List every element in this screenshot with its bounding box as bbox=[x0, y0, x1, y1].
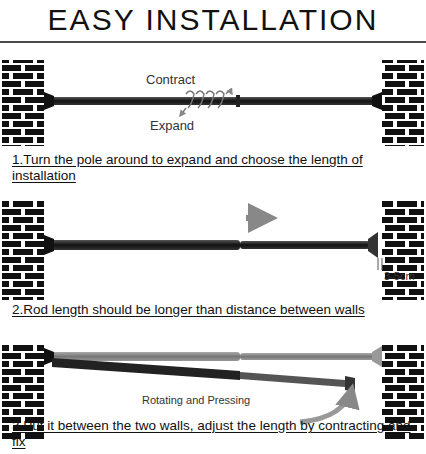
brick-wall bbox=[2, 60, 44, 146]
brick-wall bbox=[382, 60, 424, 146]
direction-label: Contract bbox=[146, 72, 195, 88]
title-rule bbox=[0, 41, 426, 43]
step-caption: 3.Put it between the two walls, adjust t… bbox=[12, 418, 412, 450]
rotation-arrows bbox=[180, 91, 232, 116]
brick-wall bbox=[382, 200, 424, 300]
direction-arrow bbox=[246, 215, 272, 221]
gap-dimension bbox=[378, 258, 382, 270]
rotate-arrow bbox=[300, 388, 352, 422]
direction-label: Expand bbox=[150, 118, 194, 134]
step-caption: 2.Rod length should be longer than dista… bbox=[12, 302, 412, 318]
action-label: Rotating and Pressing bbox=[142, 394, 250, 407]
tilted-rod bbox=[52, 358, 355, 392]
tension-rod bbox=[44, 232, 378, 258]
tension-rod bbox=[44, 92, 382, 110]
page-title: EASY INSTALLATION bbox=[0, 2, 426, 38]
brick-wall bbox=[2, 200, 44, 300]
dimension-label: 3-5cm bbox=[384, 270, 415, 283]
step-caption: 1.Turn the pole around to expand and cho… bbox=[12, 152, 412, 184]
